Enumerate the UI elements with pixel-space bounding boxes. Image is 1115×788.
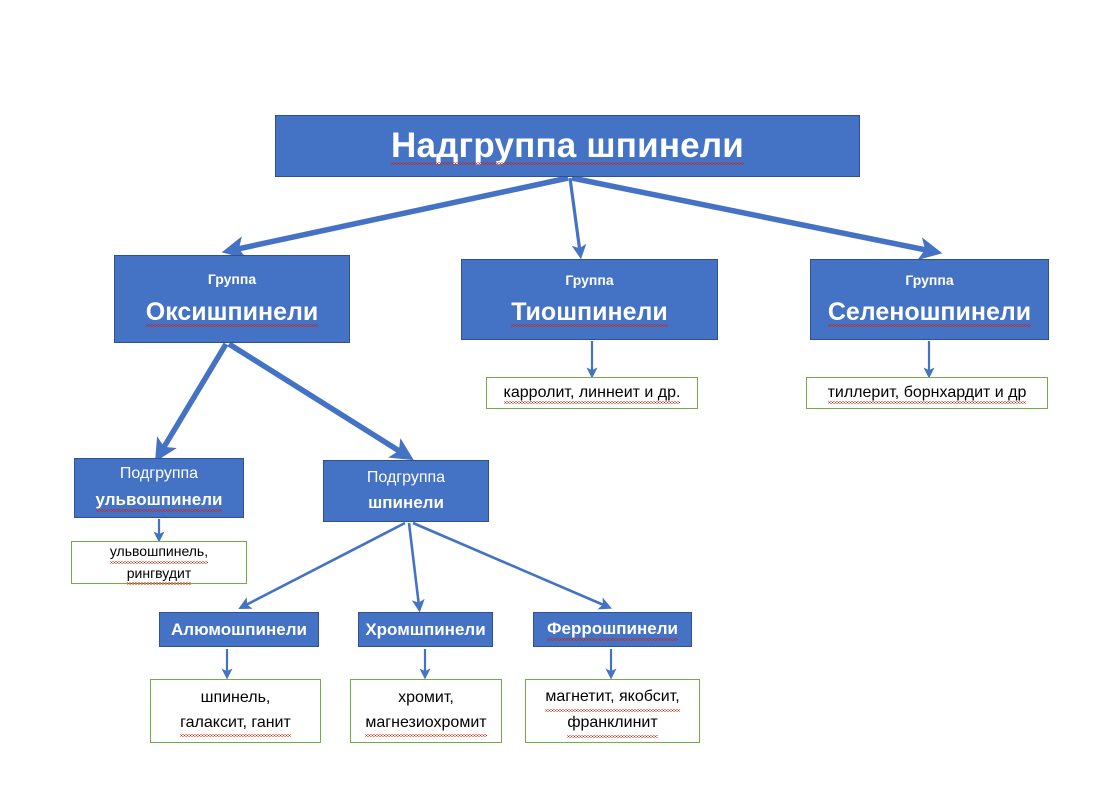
mineral-list-thiospinels-line-1: карролит, линнеит и др. (503, 383, 680, 405)
subgroup-box-ulvospinels[interactable]: Подгруппа ульвошпинели (74, 458, 244, 518)
arrow-title-to-selenospinels (571, 175, 943, 261)
mineral-list-alumospinels-line-2: галаксит, ганит (180, 711, 291, 738)
mineral-list-ferrospinels-line-1: магнетит, якобсит, (545, 685, 680, 712)
subgroup-box-spinels[interactable]: Подгруппа шпинели (323, 460, 489, 522)
mineral-list-chromspinels-line-2: магнезиохромит (365, 711, 487, 738)
mineral-list-selenospinels-line-1: тиллерит, борнхардит и др (827, 383, 1026, 405)
arrow-spinels-to-ferrospinels (412, 521, 612, 610)
subgroup-kicker-ulvospinels: Подгруппа (119, 465, 199, 483)
arrow-oxyspinels-to-spinels (227, 341, 414, 461)
subgroup-name-spinels: шпинели (368, 493, 444, 513)
family-name-alumospinels: Алюмошпинели (171, 619, 307, 639)
family-box-chromspinels[interactable]: Хромшпинели (358, 612, 493, 647)
mineral-list-chromspinels-line-1: хромит, (398, 688, 454, 706)
mineral-list-alumospinels[interactable]: шпинель, галаксит, ганит (150, 679, 321, 743)
group-name-oxyspinels: Оксишпинели (145, 297, 319, 327)
supergroup-title-box[interactable]: Надгруппа шпинели (275, 115, 860, 177)
mineral-list-selenospinels[interactable]: тиллерит, борнхардит и др (806, 377, 1048, 409)
group-name-thiospinels: Тиошпинели (511, 298, 668, 328)
mineral-list-alumospinels-line-1: шпинель, (200, 688, 271, 706)
family-name-ferrospinels: Феррошпинели (547, 619, 678, 641)
group-name-selenospinels: Селеношпинели (827, 298, 1032, 328)
arrow-title-to-thiospinels (568, 177, 587, 260)
mineral-list-chromspinels[interactable]: хромит, магнезиохромит (350, 679, 502, 743)
group-kicker-oxyspinels: Группа (207, 271, 257, 288)
group-kicker-selenospinels: Группа (905, 271, 954, 288)
family-box-ferrospinels[interactable]: Феррошпинели (533, 612, 692, 647)
arrow-spinels-to-chromspinels (407, 522, 425, 613)
group-kicker-thiospinels: Группа (565, 271, 614, 288)
group-box-oxyspinels[interactable]: Группа Оксишпинели (114, 255, 350, 343)
subgroup-name-ulvospinels: ульвошпинели (95, 489, 223, 512)
arrow-spinels-to-alumospinels (238, 521, 406, 609)
arrow-title-to-oxyspinels (221, 175, 569, 259)
subgroup-kicker-spinels: Подгруппа (366, 468, 446, 486)
mineral-list-ulvospinels-line-2: рингвудит (126, 563, 191, 586)
group-box-thiospinels[interactable]: Группа Тиошпинели (461, 259, 718, 340)
mineral-list-thiospinels[interactable]: карролит, линнеит и др. (486, 377, 698, 409)
mineral-list-ferrospinels[interactable]: магнетит, якобсит, франклинит (525, 679, 700, 743)
family-name-chromspinels: Хромшпинели (365, 619, 486, 639)
mineral-list-ulvospinels-line-1: ульвошпинель, (109, 541, 209, 564)
group-box-selenospinels[interactable]: Группа Селеношпинели (810, 259, 1049, 340)
supergroup-title-text: Надгруппа шпинели (391, 126, 744, 165)
family-box-alumospinels[interactable]: Алюмошпинели (159, 612, 319, 647)
mineral-list-ferrospinels-line-2: франклинит (567, 711, 659, 738)
mineral-list-ulvospinels[interactable]: ульвошпинель, рингвудит (71, 541, 247, 586)
arrow-oxyspinels-to-ulvospinels (155, 342, 229, 462)
